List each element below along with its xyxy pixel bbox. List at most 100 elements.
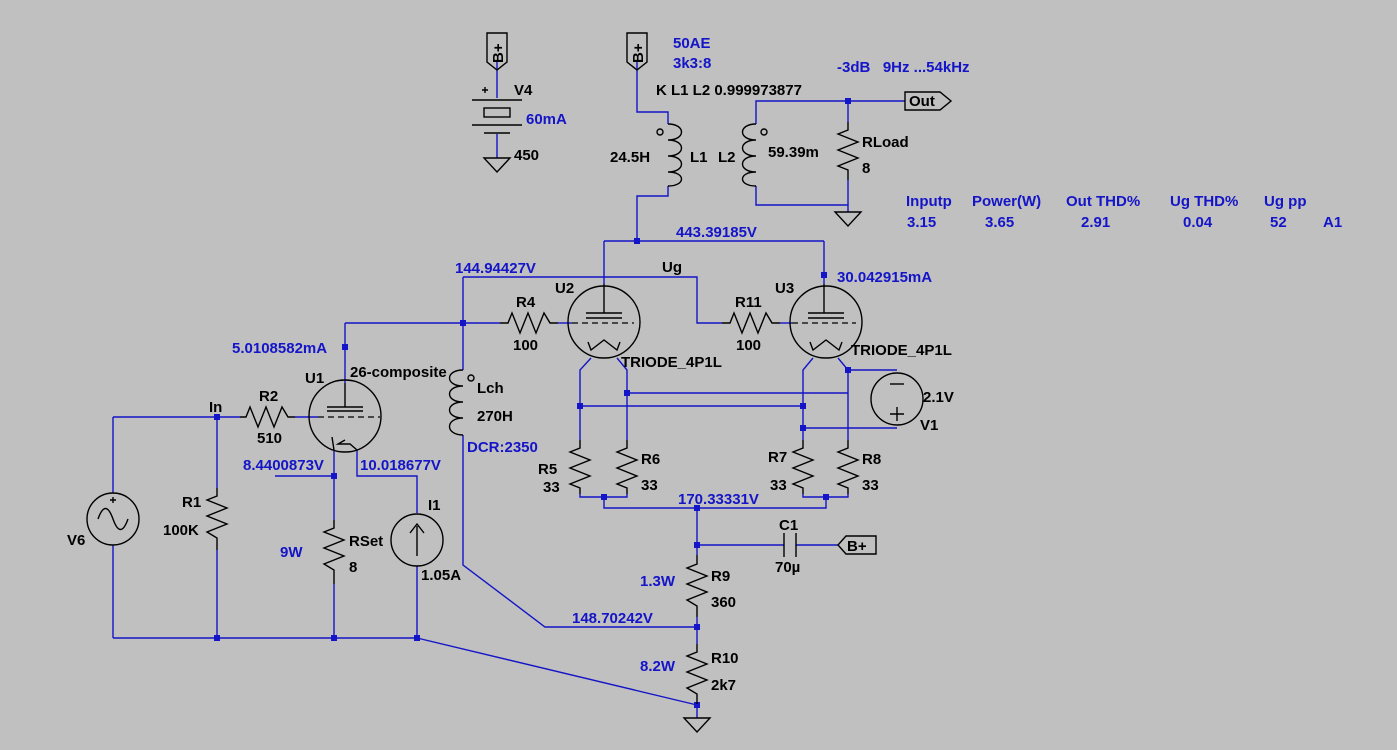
rload-name: RLoad	[862, 134, 909, 151]
ground-v4	[482, 157, 512, 174]
node-grid-bus: 144.94427V	[455, 260, 536, 277]
node-ug: Ug	[662, 259, 682, 276]
r7-name: R7	[768, 449, 787, 466]
bplus-l1-label: B+	[630, 43, 647, 63]
u1-model: 26-composite	[350, 364, 447, 381]
meas-value-3: 0.04	[1183, 214, 1213, 231]
node-input: In	[209, 399, 222, 416]
lch-name: Lch	[477, 380, 504, 397]
l2-value: 59.39m	[768, 144, 819, 161]
r11-value: 100	[736, 337, 761, 354]
meas-header-4: Ug pp	[1264, 193, 1307, 210]
ac-source-v6	[86, 492, 140, 546]
u1-name: U1	[305, 370, 324, 387]
u3-model: TRIODE_4P1L	[851, 342, 952, 359]
meas-header-2: Out THD%	[1066, 193, 1140, 210]
rset-name: RSet	[349, 533, 383, 550]
v6-name: V6	[67, 532, 85, 549]
node-u1-grid-bias: 10.018677V	[360, 457, 441, 474]
v4-current: 60mA	[526, 111, 567, 128]
i1-name: I1	[428, 497, 441, 514]
resistor-r9	[685, 555, 709, 617]
resistor-r6	[615, 440, 639, 494]
r10-name: R10	[711, 650, 739, 667]
node-u1-current: 5.0108582mA	[232, 340, 327, 357]
resistor-r4	[500, 311, 558, 335]
r1-name: R1	[182, 494, 201, 511]
v4-name: V4	[514, 82, 533, 99]
lch-dcr: DCR:2350	[467, 439, 538, 456]
battery-v4	[472, 87, 522, 134]
u3-name: U3	[775, 280, 794, 297]
r10-power: 8.2W	[640, 658, 676, 675]
r6-name: R6	[641, 451, 660, 468]
resistor-r5	[568, 440, 592, 494]
resistor-r11	[722, 311, 780, 335]
triode-u2	[567, 284, 641, 359]
r1-value: 100K	[163, 522, 199, 539]
resistor-r2	[240, 405, 295, 429]
meas-value-1: 3.65	[985, 214, 1014, 231]
resistor-r7	[791, 440, 815, 494]
r10-value: 2k7	[711, 677, 736, 694]
l1-name: L1	[690, 149, 708, 166]
u2-name: U2	[555, 280, 574, 297]
inductor-lch	[448, 369, 475, 436]
out-label: Out	[909, 93, 935, 110]
l1-value: 24.5H	[610, 149, 650, 166]
r7-value: 33	[770, 477, 787, 494]
rload-value: 8	[862, 160, 870, 177]
resistor-rset	[322, 520, 346, 584]
rset-power: 9W	[280, 544, 303, 561]
c1-name: C1	[779, 517, 798, 534]
triode-u1	[308, 379, 382, 453]
r4-value: 100	[513, 337, 538, 354]
resistor-rload	[836, 122, 860, 180]
triode-u3	[789, 284, 863, 359]
meas-header-3: Ug THD%	[1170, 193, 1238, 210]
r6-value: 33	[641, 477, 658, 494]
v1-name: V1	[920, 417, 938, 434]
node-mid: 148.70242V	[572, 610, 653, 627]
r9-name: R9	[711, 568, 730, 585]
capacitor-c1	[783, 533, 797, 557]
r2-value: 510	[257, 430, 282, 447]
l2-name: L2	[718, 149, 736, 166]
resistor-r10	[685, 644, 709, 704]
r11-name: R11	[735, 294, 762, 311]
ground-main	[682, 717, 712, 734]
coupling-label: K L1 L2 0.999973877	[656, 82, 802, 99]
r5-name: R5	[538, 461, 557, 478]
node-plate: 443.39185V	[676, 224, 757, 241]
wires	[112, 62, 905, 718]
junctions	[214, 98, 851, 708]
labels: B+ B+ 50AE 3k3:8 K L1 L2 0.999973877 -3d…	[67, 35, 1342, 694]
meas-value-4: 52	[1270, 214, 1287, 231]
r5-value: 33	[543, 479, 560, 496]
node-u3-current: 30.042915mA	[837, 269, 932, 286]
i1-value: 1.05A	[421, 567, 461, 584]
transformer-label: 50AE	[673, 35, 711, 52]
meas-value-2: 2.91	[1081, 214, 1110, 231]
meas-class: A1	[1323, 214, 1342, 231]
resistor-r8	[836, 440, 860, 494]
v4-value: 450	[514, 147, 539, 164]
bplus-flag-v4	[486, 32, 508, 71]
c1-value: 70µ	[775, 559, 800, 576]
current-source-i1	[390, 513, 444, 567]
node-cathode-bus: 170.33331V	[678, 491, 759, 508]
out-port	[904, 91, 953, 111]
inductor-l2	[741, 123, 768, 187]
r9-value: 360	[711, 594, 736, 611]
r8-value: 33	[862, 477, 879, 494]
bplus-flag-c1	[837, 535, 877, 555]
bplus-flag-l1	[626, 32, 648, 71]
v1-value: 2.1V	[923, 389, 954, 406]
voltage-source-v1	[870, 372, 924, 426]
meas-header-0: Inputp	[906, 193, 952, 210]
ratio-label: 3k3:8	[673, 55, 711, 72]
ground-rload	[833, 211, 863, 228]
u2-model: TRIODE_4P1L	[621, 354, 722, 371]
